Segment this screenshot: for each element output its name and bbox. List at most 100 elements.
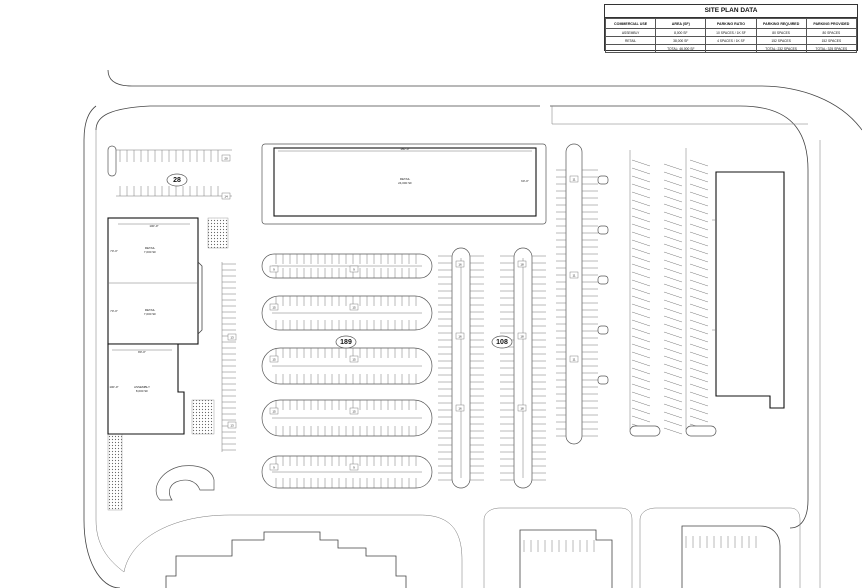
stall-stripe — [663, 227, 683, 235]
stall-stripe — [689, 415, 709, 423]
stall-stripe — [663, 371, 683, 379]
stall-stripe — [663, 331, 683, 339]
table-cell: 152 SPACES — [755, 36, 807, 45]
stall-stripe — [631, 207, 651, 215]
table-row: RETAIL 38,000 SF 4 SPACES / 1K SF 152 SP… — [604, 36, 858, 45]
site-boundary-roads — [83, 69, 862, 588]
parking-island — [597, 325, 609, 335]
stall-stripe — [663, 267, 683, 275]
table-cell: TOTAL: 46,000 SF — [655, 44, 707, 53]
stall-number: 20 — [224, 157, 228, 161]
west-lot-parking: 20 14 28 13 13 — [107, 145, 237, 511]
parking-island — [685, 425, 717, 437]
stall-stripe — [689, 207, 709, 215]
stall-stripe — [689, 159, 709, 167]
stall-stripe — [631, 263, 651, 271]
stall-stripe — [663, 203, 683, 211]
retail-south-area: 7,000 SF — [144, 312, 156, 316]
stall-number: 9 — [353, 268, 355, 272]
center-lot-parking — [261, 253, 433, 489]
stall-stripe — [663, 323, 683, 331]
east-center-labels: 16 16 16 18 18 18 108 — [455, 260, 527, 412]
stall-stripe — [631, 343, 651, 351]
table-cell: 10 SPACES / 1K SF — [705, 28, 757, 37]
stall-stripe — [631, 375, 651, 383]
header-cell: PARKING RATIO — [705, 18, 757, 29]
stall-stripe — [663, 259, 683, 267]
stall-stripe — [631, 247, 651, 255]
stall-stripe — [631, 415, 651, 423]
stall-stripe — [663, 251, 683, 259]
stall-number: 14 — [224, 195, 228, 199]
table-cell: RETAIL — [604, 36, 657, 45]
far-east-parking — [556, 143, 717, 445]
table-cell: 8,000 SF — [655, 28, 707, 37]
table-cell: TOTAL: 325 SPACES — [805, 44, 858, 53]
stall-stripe — [631, 335, 651, 343]
retail-south-name: RETAIL — [145, 308, 156, 312]
south-buildings — [165, 525, 781, 588]
retail-north-width: 100'-0" — [149, 224, 158, 228]
stall-stripe — [663, 299, 683, 307]
stall-stripe — [689, 279, 709, 287]
stall-number: 15 — [352, 410, 356, 414]
assembly-name: ASSEMBLY — [134, 385, 150, 389]
stall-stripe — [663, 403, 683, 411]
stall-number: 11 — [572, 274, 575, 278]
stall-stripe — [631, 327, 651, 335]
center-lot-count: 189 — [340, 339, 352, 346]
stall-stripe — [631, 367, 651, 375]
stall-stripe — [689, 167, 709, 175]
stall-stripe — [689, 383, 709, 391]
stall-number: 18 — [520, 407, 524, 411]
stall-number: 15 — [272, 306, 276, 310]
stall-stripe — [689, 311, 709, 319]
stall-stripe — [689, 231, 709, 239]
stall-stripe — [689, 303, 709, 311]
stall-stripe — [631, 279, 651, 287]
stall-number: 16 — [458, 263, 462, 267]
stall-stripe — [689, 255, 709, 263]
assembly-depth: 100'-0" — [109, 385, 118, 389]
stall-number: 15 — [272, 358, 276, 362]
stall-stripe — [663, 339, 683, 347]
assembly-area: 8,000 SF — [136, 389, 148, 393]
stall-stripe — [631, 351, 651, 359]
table-cell: 80 SPACES — [805, 28, 858, 37]
table-cell — [604, 44, 657, 53]
stall-stripe — [663, 179, 683, 187]
main-retail-width: 360'-0" — [400, 147, 409, 151]
stall-stripe — [631, 383, 651, 391]
stall-stripe — [631, 159, 651, 167]
stall-number: 11 — [572, 178, 575, 182]
stall-stripe — [663, 235, 683, 243]
stall-stripe — [631, 175, 651, 183]
retail-north-depth: 70'-0" — [110, 249, 118, 253]
east-lot-count: 108 — [496, 339, 508, 346]
east-center-parking — [438, 247, 546, 489]
stall-stripe — [631, 399, 651, 407]
retail-building-north-block — [107, 217, 199, 345]
stall-stripe — [631, 271, 651, 279]
table-cell: 38,000 SF — [655, 36, 707, 45]
stall-stripe — [663, 307, 683, 315]
stall-stripe — [663, 427, 683, 435]
stall-number: 15 — [352, 358, 356, 362]
stall-stripe — [663, 275, 683, 283]
stall-stripe — [663, 411, 683, 419]
parking-island — [629, 425, 661, 437]
stall-stripe — [689, 407, 709, 415]
table-cell: TOTAL: 232 SPACES — [755, 44, 807, 53]
center-lot-labels: 9 9 15 15 15 15 15 15 9 9 189 — [269, 265, 359, 471]
header-cell: COMMERCIAL USE — [604, 18, 657, 29]
stall-stripe — [663, 379, 683, 387]
table-cell: 4 SPACES / 1K SF — [705, 36, 757, 45]
stall-stripe — [689, 247, 709, 255]
stall-number: 15 — [352, 306, 356, 310]
stall-number: 9 — [273, 466, 275, 470]
stall-number: 18 — [520, 335, 524, 339]
stall-stripe — [689, 343, 709, 351]
main-retail-area: 24,000 SF — [398, 181, 412, 185]
stall-stripe — [663, 211, 683, 219]
site-plan-data-table: SITE PLAN DATA COMMERCIAL USE AREA (SF) … — [604, 4, 858, 53]
